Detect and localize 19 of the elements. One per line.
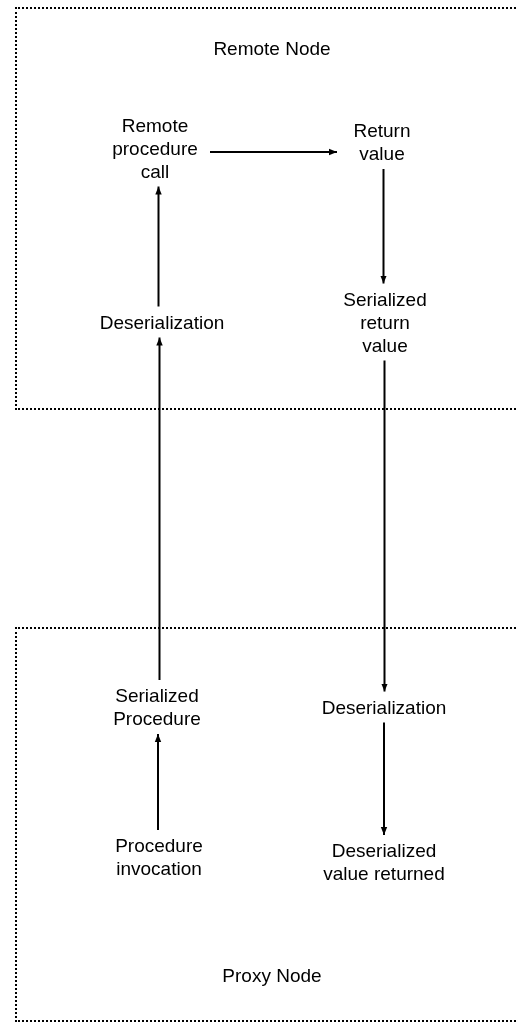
process-label: Return value xyxy=(337,115,427,169)
arrow xyxy=(380,721,388,836)
process-label: Serialized Procedure xyxy=(102,680,212,734)
arrow xyxy=(155,185,162,308)
region-heading: Remote Node xyxy=(212,37,332,60)
process-label: Deserialization xyxy=(299,691,469,723)
process-label: Remote procedure call xyxy=(100,109,210,187)
process-label: Serialized return value xyxy=(335,283,435,361)
process-label: Procedure invocation xyxy=(104,830,214,884)
arrow xyxy=(154,733,162,831)
arrow xyxy=(380,168,387,285)
arrow xyxy=(156,336,163,681)
process-label: Deserialized value returned xyxy=(319,835,449,889)
region-heading: Proxy Node xyxy=(221,964,323,987)
node-region xyxy=(15,627,518,1022)
arrow xyxy=(381,359,388,693)
arrow xyxy=(209,148,338,156)
process-label: Deserialization xyxy=(77,306,247,338)
node-region xyxy=(15,7,518,410)
